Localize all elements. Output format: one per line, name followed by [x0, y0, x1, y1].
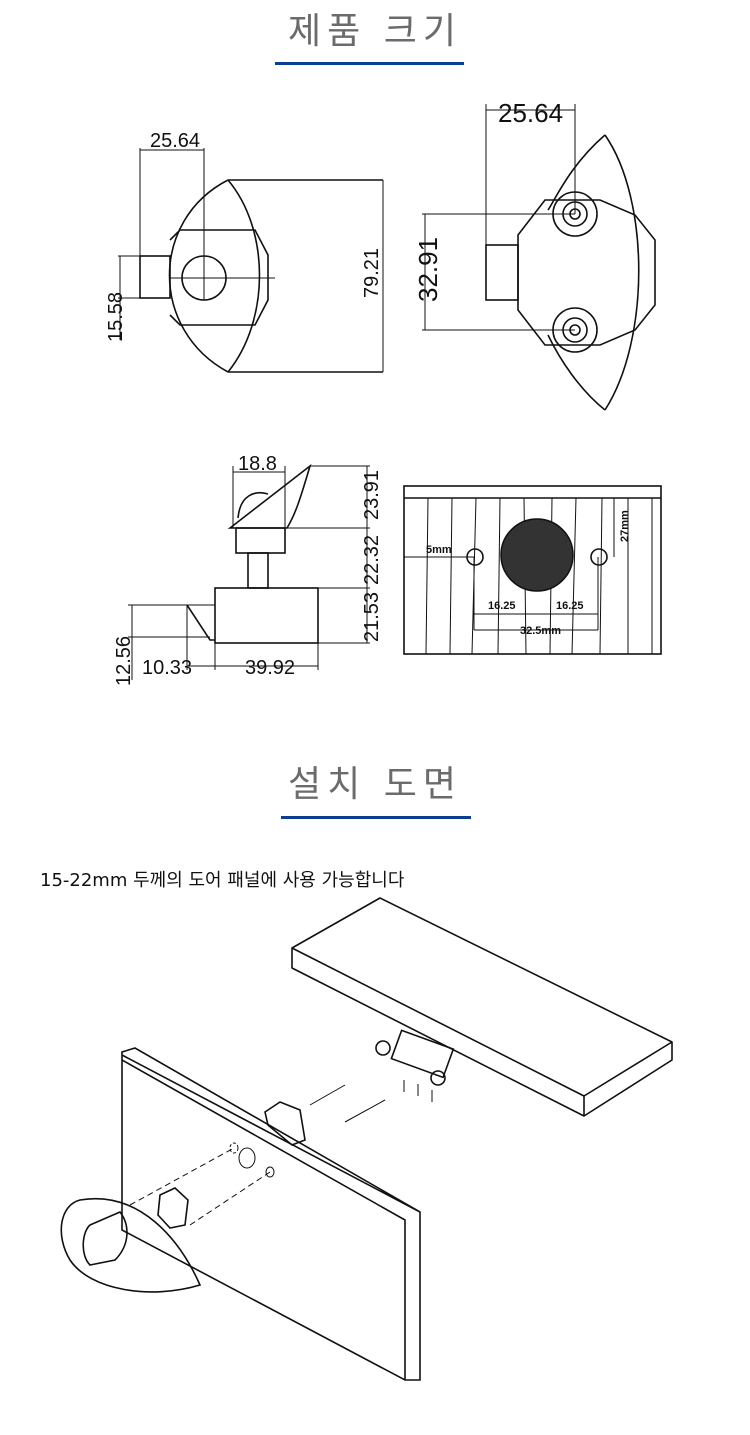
dim-label: 16.25	[556, 600, 584, 612]
dim-label: 79.21	[361, 248, 383, 298]
dim-label: 25.64	[498, 98, 563, 128]
drill-template-drawing: 5mm 27mm 16.25 16.25 32.5mm	[403, 485, 662, 655]
section-title-size: 제품 크기	[288, 11, 462, 52]
dim-label: 22.32	[361, 535, 383, 585]
dim-label: 32.5mm	[520, 625, 561, 637]
section-title-install: 설치 도면	[288, 764, 462, 805]
dim-label: 15.58	[105, 292, 127, 342]
dim-label: 18.8	[238, 453, 277, 475]
title-underline	[281, 816, 471, 819]
installation-diagram	[60, 897, 673, 1381]
dim-label: 32.91	[413, 237, 443, 302]
dim-label: 10.33	[142, 657, 192, 679]
dim-label: 27mm	[619, 510, 631, 542]
dim-label: 12.56	[113, 636, 135, 686]
install-note: 15-22mm 두께의 도어 패널에 사용 가능합니다	[40, 870, 405, 891]
dim-label: 23.91	[361, 470, 383, 520]
dim-label: 25.64	[150, 130, 200, 152]
dim-label: 16.25	[488, 600, 516, 612]
dim-label: 5mm	[426, 544, 452, 556]
side-view-drawing: 25.64 15.58 79.21	[105, 130, 384, 373]
profile-view-drawing: 18.8 23.91 22.32 21.53 12.56 10.33 39.92	[113, 453, 383, 686]
dim-label: 21.53	[361, 592, 383, 642]
dim-label: 39.92	[245, 657, 295, 679]
front-view-drawing: 25.64 32.91	[413, 98, 656, 411]
title-underline	[275, 62, 464, 65]
